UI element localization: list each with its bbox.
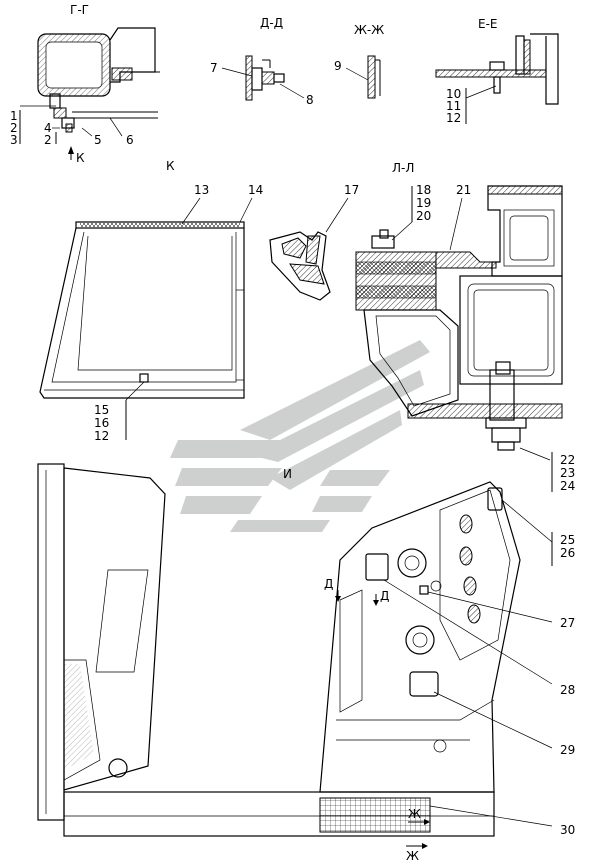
callout-7: 7 [210, 61, 218, 75]
seal-strip [111, 67, 133, 81]
callout-9: 9 [334, 59, 342, 73]
clip-27 [419, 585, 429, 595]
callout-15: 15 [94, 403, 109, 417]
section-l-l: Л-Л 18 19 20 21 [355, 161, 575, 493]
section-title-l-l: Л-Л [392, 161, 414, 175]
pad-28 [365, 553, 389, 581]
door-frame-left [37, 463, 65, 821]
upper-frame-profile [487, 185, 563, 277]
callout-1: 1 [10, 109, 18, 123]
callout-27: 27 [560, 616, 575, 630]
callout-13: 13 [194, 183, 209, 197]
callout-18: 18 [416, 183, 431, 197]
view-marker-d-left: Д [324, 577, 333, 591]
upholstery-block [355, 251, 437, 311]
view-k: К 13 14 15 16 12 [39, 159, 263, 443]
pad-29 [409, 671, 439, 697]
callout-5: 5 [94, 133, 102, 147]
callout-26: 26 [560, 546, 575, 560]
bottom-sill [63, 791, 495, 837]
view-marker-d-right: Д [380, 589, 389, 603]
callout-6: 6 [126, 133, 134, 147]
callout-19: 19 [416, 196, 431, 210]
section-d-d: Д-Д 7 8 [210, 16, 314, 107]
callout-3: 3 [10, 133, 18, 147]
section-title-d-d: Д-Д [260, 16, 283, 30]
section-e-e: Е-Е 10 11 12 [435, 17, 559, 125]
section-title-g-g: Г-Г [70, 3, 89, 17]
view-i: И [37, 463, 575, 863]
callout-30: 30 [560, 823, 575, 837]
view-marker-zh-upper: Ж [408, 807, 421, 821]
callout-22: 22 [560, 453, 575, 467]
callout-17: 17 [344, 183, 359, 197]
mesh-panel-30 [319, 797, 431, 833]
callout-20: 20 [416, 209, 431, 223]
callout-23: 23 [560, 466, 575, 480]
callout-11: 11 [446, 99, 461, 113]
top-rail-13 [75, 221, 245, 229]
callout-28: 28 [560, 683, 575, 697]
window-frame [39, 227, 245, 399]
square-tube-profile [37, 33, 111, 97]
callout-4: 4 [44, 121, 52, 135]
section-g-g: Г-Г 1 2 3 4 2 5 6 К [10, 3, 160, 165]
lower-frame-profile [459, 275, 563, 385]
callout-2: 2 [10, 121, 18, 135]
mounting-hole [108, 758, 128, 778]
callout-16: 16 [94, 416, 109, 430]
callout-2-second: 2 [44, 133, 52, 147]
seal-profile-17: 17 [269, 183, 359, 301]
section-title-zh-zh: Ж-Ж [354, 23, 384, 37]
section-title-k: К [166, 159, 175, 173]
callout-24: 24 [560, 479, 575, 493]
callout-25: 25 [560, 533, 575, 547]
manufacturer-logo-watermark [170, 340, 430, 532]
callout-12-second: 12 [94, 429, 109, 443]
view-marker-zh-lower: Ж [406, 849, 419, 863]
callout-10: 10 [446, 87, 461, 101]
section-title-e-e: Е-Е [478, 17, 498, 31]
view-marker-k: К [76, 151, 85, 165]
section-zh-zh: Ж-Ж 9 [334, 23, 384, 99]
callout-29: 29 [560, 743, 575, 757]
base-plate [407, 403, 563, 419]
callout-8: 8 [306, 93, 314, 107]
callout-21: 21 [456, 183, 471, 197]
pad-25 [487, 487, 503, 511]
section-title-i: И [283, 467, 292, 481]
callout-12: 12 [446, 111, 461, 125]
callout-14: 14 [248, 183, 263, 197]
right-pillar [319, 481, 521, 793]
